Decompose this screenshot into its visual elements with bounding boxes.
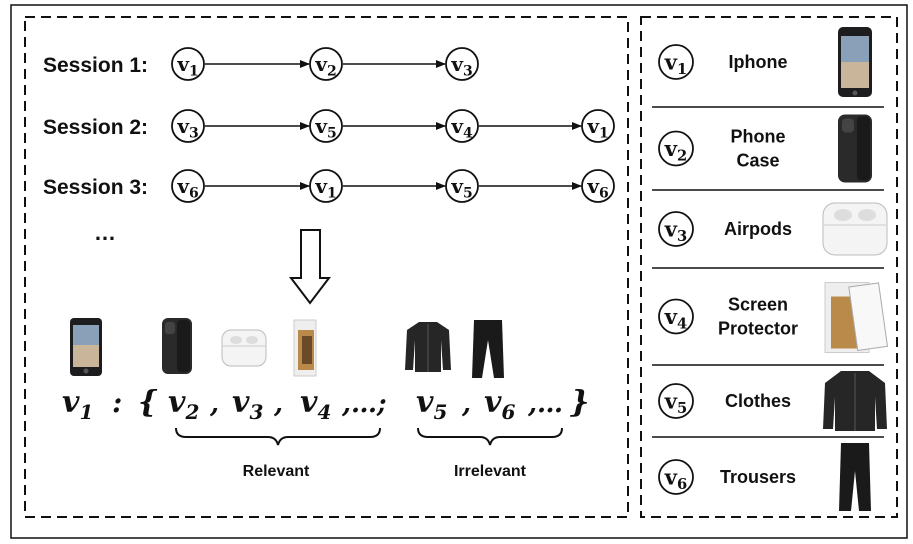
legend-row: v1 Iphone: [658, 27, 872, 97]
legend-item-name: Protector: [718, 319, 798, 339]
more-sessions-ellipsis: …: [94, 220, 116, 245]
legend-item-name: Phone: [730, 127, 785, 147]
trousers-icon: [472, 320, 504, 378]
relevant-label: Relevant: [243, 463, 310, 480]
legend-item-name: Case: [736, 151, 779, 171]
legend-node: v2: [658, 130, 694, 167]
outer-frame: [10, 4, 908, 539]
screen-protector-icon: [293, 319, 317, 377]
session-label: Session 1:: [43, 54, 148, 77]
phone-case-icon: [838, 114, 872, 183]
session-node: v3: [171, 109, 205, 143]
down-arrow: [288, 229, 332, 305]
formula-comma: ,: [209, 389, 219, 419]
formula-colon: :: [112, 386, 122, 419]
legend-item-name: Screen: [728, 295, 788, 315]
session-node: v3: [445, 47, 479, 81]
session-node: v1: [581, 109, 615, 143]
session-node: v1: [309, 169, 343, 203]
jacket-icon: [823, 371, 887, 431]
formula-relevant-item: v2: [168, 385, 199, 424]
legend-item-name: Airpods: [724, 219, 792, 239]
session-node: v4: [445, 109, 479, 143]
formula-open-brace: {: [138, 385, 158, 420]
airpods-icon: [221, 329, 267, 367]
session-node: v5: [309, 109, 343, 143]
irrelevant-label: Irrelevant: [454, 463, 527, 480]
formula: v1: { v2, v3, v4 ,…; v5, v6 ,…}: [62, 385, 589, 424]
legend-row: v5 Clothes: [658, 371, 887, 431]
legend-item-name: Trousers: [720, 467, 796, 487]
legend-node: v1: [658, 44, 694, 80]
session-node: v1: [171, 47, 205, 81]
iphone-icon: [838, 27, 872, 97]
legend-row: v6 Trousers: [658, 443, 871, 511]
legend-item-name: Iphone: [729, 52, 788, 72]
airpods-icon: [822, 202, 888, 256]
irrelevant-brace: [417, 427, 563, 446]
session-node: v5: [445, 169, 479, 203]
formula-irrelevant-item: v6: [484, 385, 515, 424]
jacket-icon: [405, 322, 451, 372]
legend-node: v4: [658, 298, 694, 335]
formula-close-brace: }: [570, 385, 589, 420]
phone-case-icon: [162, 318, 192, 374]
session-label: Session 3:: [43, 176, 148, 199]
formula-relevant-item: v3: [232, 385, 263, 424]
relevant-brace: [175, 427, 381, 446]
legend-item-name: Clothes: [725, 391, 791, 411]
formula-irrelevant-item: v5: [416, 385, 447, 424]
session-node: v6: [171, 169, 205, 203]
formula-relevant-item: v4: [300, 385, 331, 424]
session-label: Session 2:: [43, 116, 148, 139]
legend-row: v3 Airpods: [658, 202, 888, 256]
formula-irrelevant-tail: ,…: [527, 389, 563, 419]
formula-lhs: v1: [62, 385, 93, 424]
formula-comma: ,: [461, 389, 471, 419]
screen-protector-icon: [824, 282, 889, 353]
iphone-icon: [70, 318, 102, 376]
legend-node: v6: [658, 459, 694, 495]
session-node: v2: [309, 47, 343, 81]
legend-node: v5: [658, 383, 694, 419]
trousers-icon: [839, 443, 871, 511]
legend-node: v3: [658, 211, 694, 247]
main-panel: [24, 16, 629, 518]
formula-comma: ,: [273, 389, 283, 419]
session-node: v6: [581, 169, 615, 203]
formula-relevant-tail: ,…;: [341, 389, 387, 419]
legend-panel: [640, 16, 898, 518]
